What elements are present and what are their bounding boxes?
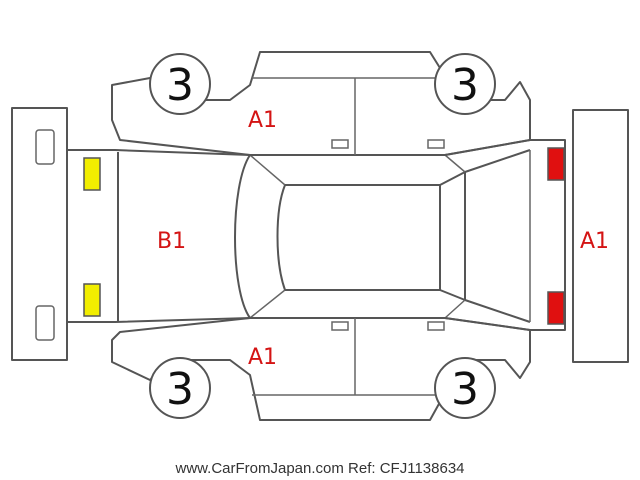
tyre-front-right: 3 (149, 357, 211, 419)
side-view-bottom (111, 317, 531, 421)
tyre-rear-left-mark: 3 (451, 60, 479, 111)
footer-reference: www.CarFromJapan.com Ref: CFJ1138634 (175, 460, 465, 477)
tyre-rear-right: 3 (434, 357, 496, 419)
car-body (66, 139, 566, 331)
damage-code-rear: A1 (580, 229, 609, 254)
tyre-rear-right-mark: 3 (451, 364, 479, 415)
tyre-front-left-mark: 3 (166, 60, 194, 111)
rear-lamp-bottom (547, 291, 565, 325)
front-lamp-top (83, 157, 101, 191)
damage-code-side-bottom: A1 (248, 345, 277, 370)
front-lamp-bottom (83, 283, 101, 317)
damage-code-side-top: A1 (248, 108, 277, 133)
tyre-front-right-mark: 3 (166, 364, 194, 415)
damage-code-roof: B1 (157, 229, 186, 254)
rear-lamp-top (547, 147, 565, 181)
front-bumper (11, 107, 68, 361)
tyre-rear-left: 3 (434, 53, 496, 115)
rear-bumper (572, 109, 629, 363)
tyre-front-left: 3 (149, 53, 211, 115)
